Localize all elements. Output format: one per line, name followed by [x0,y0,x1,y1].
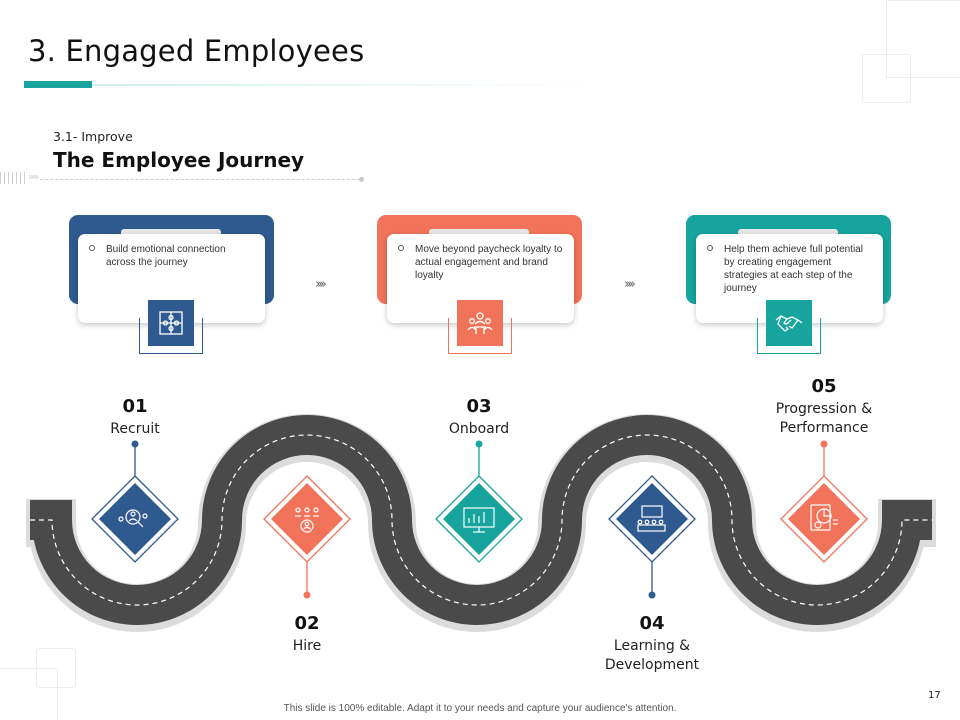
decor-outline-bottom-left [0,668,58,720]
connector-chevrons-2: ›››› [624,277,636,292]
card-3-icon-frame [757,318,821,354]
connector-chevrons-1: ›››› [315,277,327,292]
stage-5-number: 05 [811,376,837,397]
stage-4-marker [608,475,696,563]
card-1-icon-frame [139,318,203,354]
section-chevron-decor: »» [28,170,40,183]
training-class-icon [637,505,666,532]
puzzle-icon [159,311,183,335]
road-center-line [30,434,932,606]
stage-1-label: Recruit [110,421,160,437]
section-heading: The Employee Journey [53,148,305,172]
stage-1-number: 01 [122,396,148,417]
stage-3-number: 03 [466,396,492,417]
page-title: 3. Engaged Employees [28,34,365,68]
bullet-icon [398,245,404,251]
card-2-text: Move beyond paycheck loyalty to actual e… [415,244,563,281]
footer-note: This slide is 100% editable. Adapt it to… [283,703,677,714]
card-1-icon-box [148,300,194,346]
recruit-search-icon [118,509,148,528]
stage-3-label: Onboard [448,421,510,437]
bullet-icon [707,245,713,251]
card-2-icon-frame [448,318,512,354]
stage-2-label: Hire [292,638,322,654]
stage-2-marker [263,475,351,563]
stage-4-label: Learning & Development [604,638,700,673]
stage-2-number: 02 [294,613,320,634]
decor-outline-top-right [886,0,960,78]
team-meeting-icon [467,312,493,334]
section-hatch-decor [0,172,26,184]
title-underline [24,84,594,86]
stage-5-marker [780,475,868,563]
stage-5-label: Progression & Performance [775,401,873,436]
card-3-icon-box [766,300,812,346]
card-3-text: Help them achieve full potential by crea… [724,244,863,294]
presentation-board-icon [463,507,495,533]
candidates-icon [295,507,319,533]
page-number: 17 [928,690,941,701]
card-1-text: Build emotional connection across the jo… [106,244,226,268]
card-2-icon-box [457,300,503,346]
section-rule-dot [359,177,364,182]
bullet-icon [89,245,95,251]
stage-4-number: 04 [639,613,665,634]
performance-chart-icon [810,504,838,531]
section-label: 3.1- Improve [53,129,133,144]
section-dashed-rule [40,179,360,180]
title-accent-bar [24,81,92,88]
handshake-icon [775,315,803,332]
